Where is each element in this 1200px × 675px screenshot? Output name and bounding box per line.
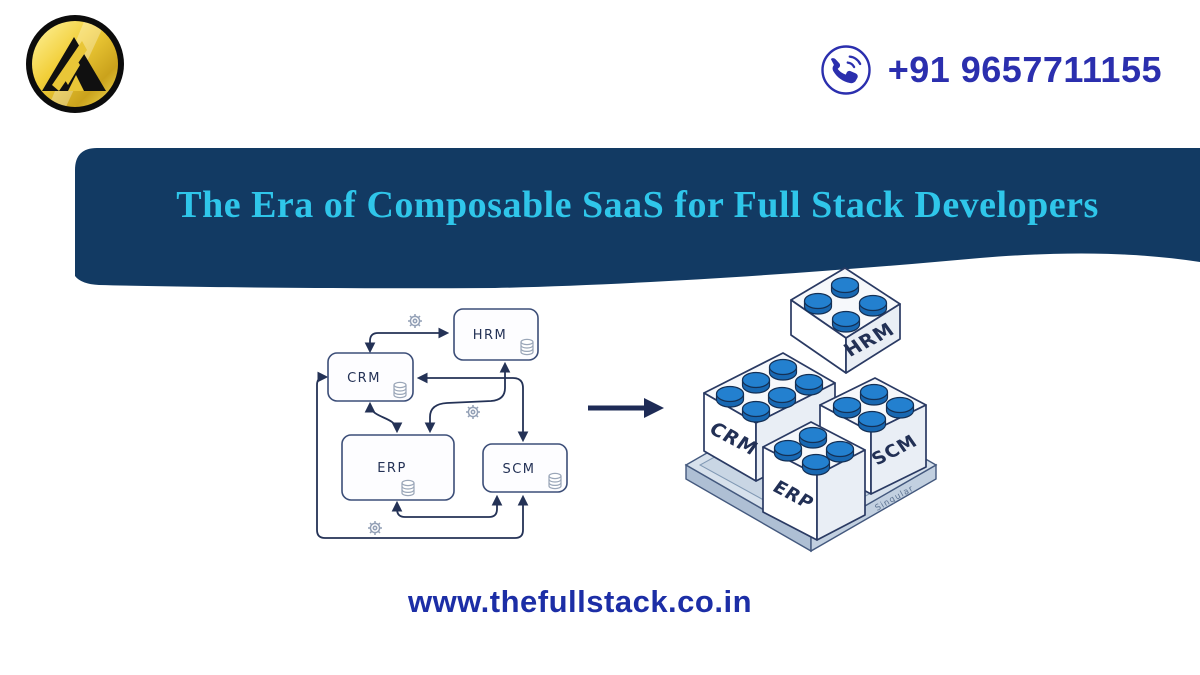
logo-monogram [42, 37, 106, 91]
title-banner [75, 148, 1200, 289]
fullstack-logo-icon [26, 15, 124, 113]
hrm-brick: HRM [790, 267, 901, 374]
website-url: www.thefullstack.co.in [407, 584, 753, 619]
erp-brick: ERP [762, 421, 866, 541]
flow-box-erp-label: ERP [377, 461, 407, 476]
flow-box-hrm-label: HRM [473, 328, 508, 343]
flow-box-erp: ERP [341, 434, 455, 501]
flow-box-scm-label: SCM [502, 462, 535, 477]
integration-flow-diagram: HRM CRM ERP SCM [316, 308, 568, 539]
phone-contact: +91 9657711155 [820, 44, 1162, 96]
flow-box-crm-label: CRM [347, 371, 381, 386]
page-title: The Era of Composable SaaS for Full Stac… [176, 184, 1099, 226]
phone-icon [820, 45, 871, 95]
phone-number: +91 9657711155 [887, 49, 1162, 90]
flow-connectors [316, 327, 529, 539]
flow-box-hrm: HRM [453, 308, 539, 361]
composable-blocks-illustration: Singular CRM SCM ERP [684, 267, 938, 553]
flow-box-crm: CRM [327, 352, 414, 402]
transform-arrow-icon [588, 398, 664, 418]
flow-box-scm: SCM [482, 443, 568, 493]
